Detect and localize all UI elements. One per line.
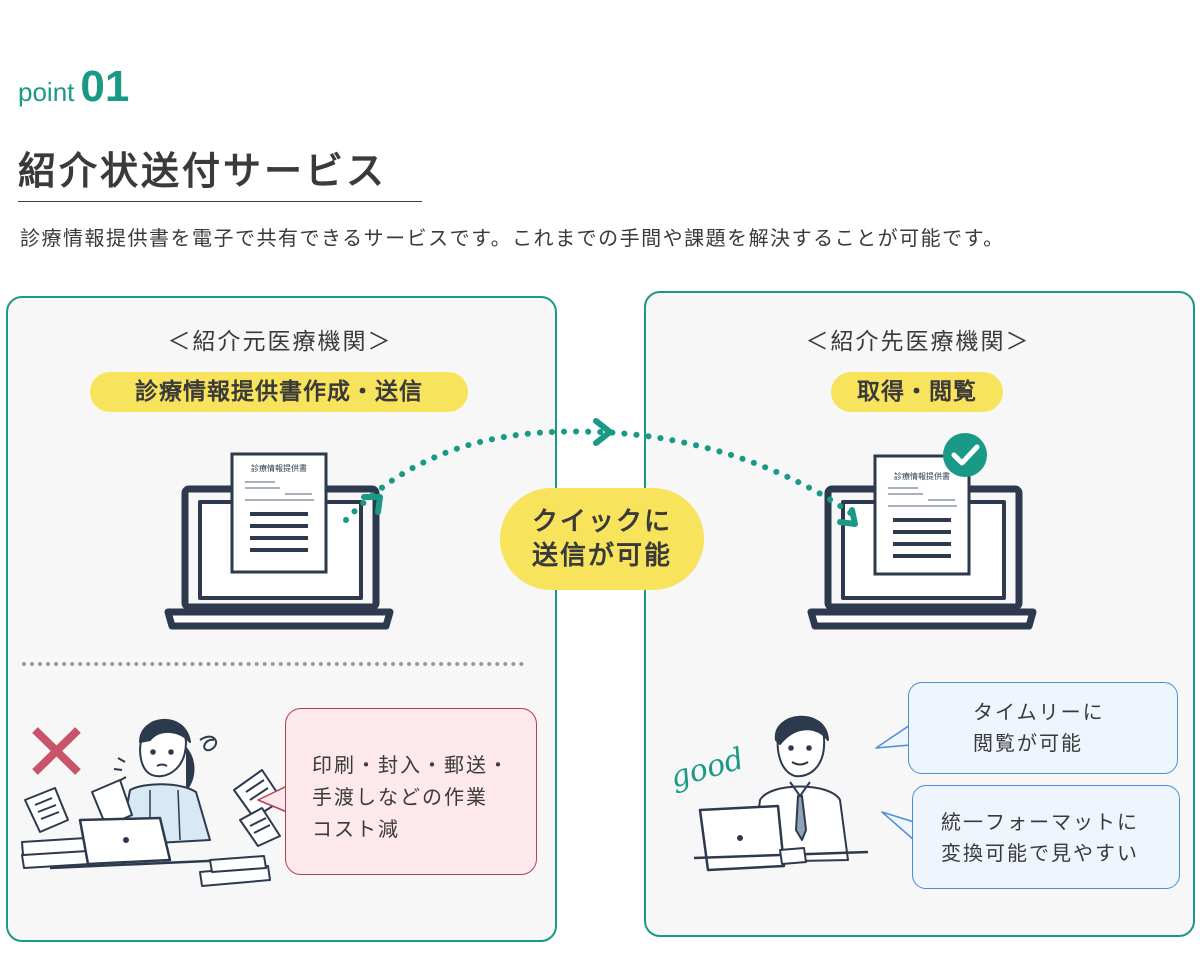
right-document-title: 診療情報提供書 [894,471,950,481]
worried-woman-illustration [21,718,283,887]
timely-view-bubble: タイムリーに 閲覧が可能 [908,682,1178,774]
badge-line-1: クイックに [531,507,672,537]
page-description: 診療情報提供書を電子で共有できるサービスです。これまでの手間や課題を解決すること… [20,226,1005,250]
good-text: good [666,741,747,795]
businessman-illustration [693,715,869,872]
bubble-line: タイムリーに [973,700,1105,724]
point-word: point [18,77,75,107]
bubble-line: 統一フォーマットに [941,810,1139,834]
left-panel-heading: ＜紹介元医療機関＞ [167,329,393,355]
point-number: 01 [80,62,130,111]
bubble-line: 手渡しなどの作業 [312,785,488,809]
bubble-line: 閲覧が可能 [973,731,1083,755]
left-panel-pill: 診療情報提供書作成・送信 [90,372,468,412]
quick-send-badge: クイックに 送信が可能 [500,488,704,590]
bubble-line: 変換可能で見やすい [941,841,1139,865]
check-icon [943,433,987,477]
bubble-tail [257,785,288,813]
bubble-line: コスト減 [312,817,400,841]
document-icon: 診療情報提供書 [230,452,328,574]
format-conversion-bubble: 統一フォーマットに 変換可能で見やすい [912,785,1180,889]
bubble-tail [881,811,915,841]
cross-icon [32,727,81,775]
page-title: 紹介状送付サービス [18,140,422,202]
arrow-icon [343,418,858,527]
right-panel-pill: 取得・閲覧 [831,372,1003,412]
left-document-title: 診療情報提供書 [251,463,307,473]
right-panel-heading: ＜紹介先医療機関＞ [805,329,1031,355]
cost-reduction-bubble: 印刷・封入・郵送・ 手渡しなどの作業 コスト減 [285,708,537,875]
document-icon: 診療情報提供書 [873,454,971,576]
bubble-line: 印刷・封入・郵送・ [312,753,510,777]
badge-line-2: 送信が可能 [531,541,672,571]
bubble-tail [875,724,911,749]
divider [22,662,524,666]
